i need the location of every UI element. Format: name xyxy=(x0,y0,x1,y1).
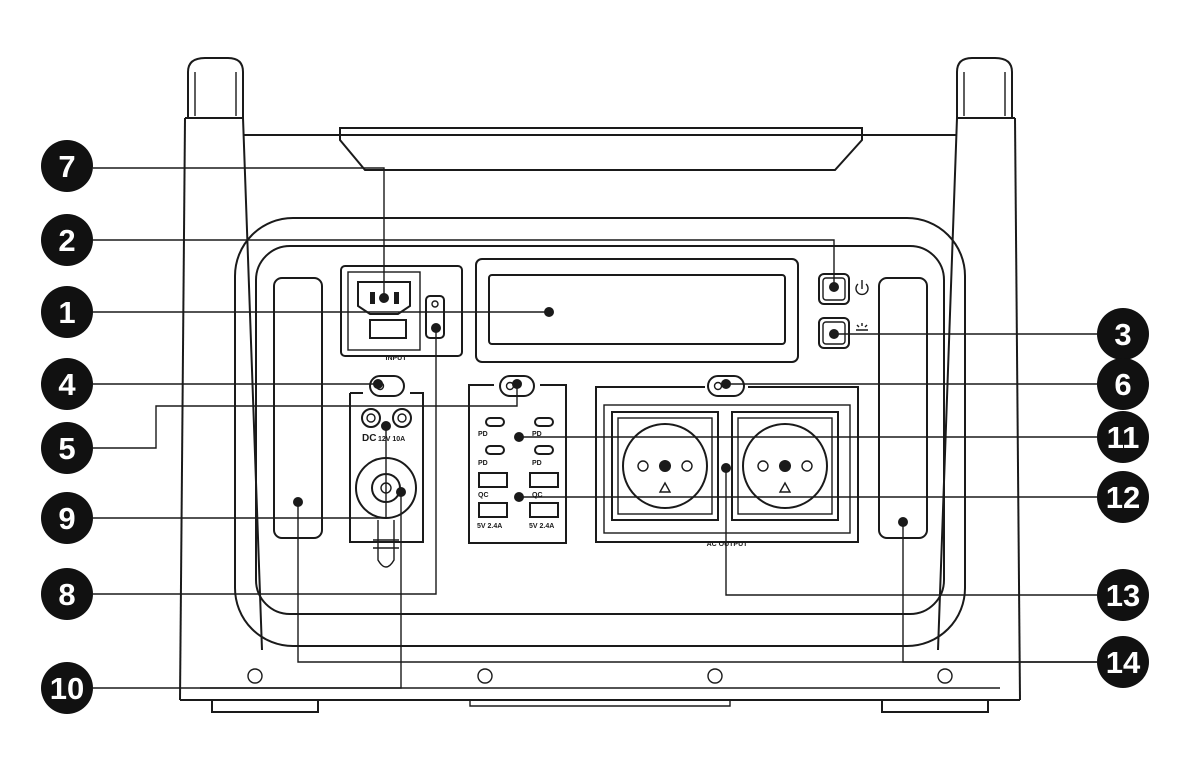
callout-2: 2 xyxy=(41,214,93,266)
svg-text:14: 14 xyxy=(1106,645,1141,680)
usb-a-port xyxy=(529,502,559,518)
dc5521-port xyxy=(361,408,381,428)
callout-5: 5 xyxy=(41,422,93,474)
svg-text:5: 5 xyxy=(58,431,75,466)
usb-c-port xyxy=(534,445,554,455)
foot-screw xyxy=(937,668,953,684)
pd-label: PD xyxy=(478,460,488,467)
light-icon xyxy=(856,323,868,331)
usb-a-port xyxy=(529,472,559,488)
callout-14: 14 xyxy=(1097,636,1149,688)
input-label: INPUT xyxy=(386,355,408,362)
usb-spec: 5V 2.4A xyxy=(529,523,554,530)
usb-a-port xyxy=(478,502,508,518)
right-handle xyxy=(937,57,1021,701)
usb-c-port xyxy=(534,417,554,427)
ac-outlet xyxy=(731,411,839,521)
callout-4: 4 xyxy=(41,358,93,410)
right-grip xyxy=(878,277,928,539)
dc-spec: 12V 10A xyxy=(378,436,405,443)
foot-screw xyxy=(247,668,263,684)
ac-output-label: AC OUTPUT xyxy=(707,541,749,548)
ac-outlet xyxy=(611,411,719,521)
svg-text:6: 6 xyxy=(1114,367,1131,402)
pd-label: PD xyxy=(532,431,542,438)
input-breaker-switch[interactable] xyxy=(425,295,445,339)
svg-text:4: 4 xyxy=(58,367,76,402)
svg-text:7: 7 xyxy=(58,149,75,184)
callout-9: 9 xyxy=(41,492,93,544)
callout-11: 11 xyxy=(1097,411,1149,463)
leader-lines xyxy=(93,167,1097,689)
callout-13: 13 xyxy=(1097,569,1149,621)
car-port-cap xyxy=(377,520,395,568)
light-button[interactable] xyxy=(818,317,850,349)
callout-1: 1 xyxy=(41,286,93,338)
ac-input-module: INPUT xyxy=(340,265,463,362)
svg-text:8: 8 xyxy=(58,577,75,612)
front-panel xyxy=(234,217,966,647)
dc-label: DC xyxy=(362,433,376,444)
power-icon xyxy=(855,280,869,296)
usb-a-port xyxy=(478,472,508,488)
usb-c-port xyxy=(485,417,505,427)
svg-text:9: 9 xyxy=(58,501,75,536)
left-handle xyxy=(179,57,263,701)
svg-text:10: 10 xyxy=(50,671,84,706)
callout-7: 7 xyxy=(41,140,93,192)
dc5521-port xyxy=(392,408,412,428)
device-body xyxy=(180,668,1020,713)
foot-screw xyxy=(707,668,723,684)
svg-text:3: 3 xyxy=(1114,317,1131,352)
callout-10: 10 xyxy=(41,662,93,714)
usb-c-port xyxy=(485,445,505,455)
callout-12: 12 xyxy=(1097,471,1149,523)
usb-spec: 5V 2.4A xyxy=(477,523,502,530)
svg-text:11: 11 xyxy=(1107,420,1140,455)
svg-text:2: 2 xyxy=(58,223,75,258)
qc-label: QC xyxy=(478,492,489,499)
svg-text:13: 13 xyxy=(1106,578,1140,613)
svg-text:12: 12 xyxy=(1106,480,1140,515)
callout-8: 8 xyxy=(41,568,93,620)
usb-output-module: PD PD PD PD QC QC 5V 2.4A 5V 2.4A xyxy=(468,384,567,544)
qc-label: QC xyxy=(532,492,543,499)
ac-input-port-icon xyxy=(357,281,411,315)
top-handle-bar xyxy=(243,127,957,171)
pd-label: PD xyxy=(478,431,488,438)
pd-label: PD xyxy=(532,460,542,467)
ac-output-module: AC OUTPUT xyxy=(595,386,859,548)
svg-text:1: 1 xyxy=(58,295,75,330)
lcd-display xyxy=(475,258,799,363)
callout-6: 6 xyxy=(1097,358,1149,410)
callout-3: 3 xyxy=(1097,308,1149,360)
foot-screw xyxy=(477,668,493,684)
